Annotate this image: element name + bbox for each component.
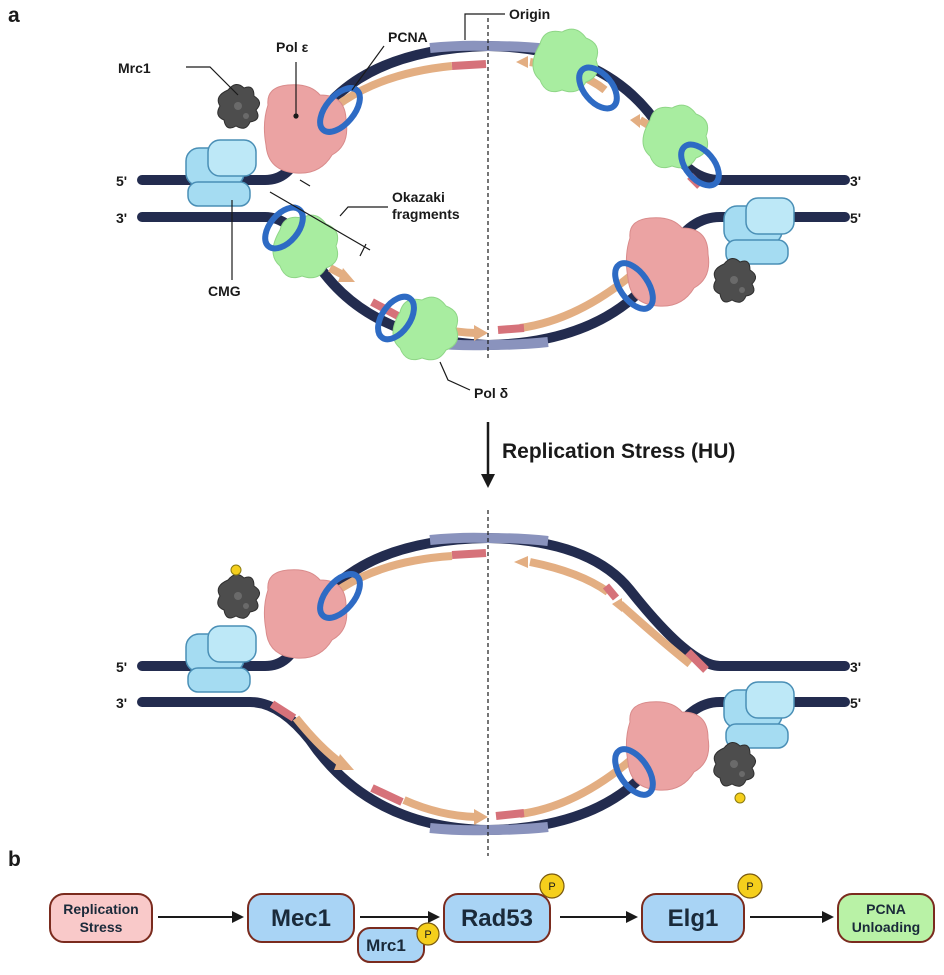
mrc1-protein-left-top [217,83,261,129]
pcna-ring-epsilon-right-bottom [612,746,656,798]
primers-bottom [269,549,709,820]
pathway-arrows [158,911,834,923]
pol-epsilon-right-bottom [625,701,710,791]
phosphate-badge-elg1-label: P [746,881,753,893]
pcna-ring-delta-right-1 [576,64,620,112]
label-five-prime-right-bottom: 5' [850,695,861,711]
pcna-ring-delta-right-2 [678,141,722,189]
phosphate-badge-mrc1-label: P [424,929,431,941]
pcna-ring-epsilon-left-bottom [317,571,363,621]
phosphate-badge-mrc1 [416,922,440,946]
label-five-prime-left-top: 5' [116,173,127,189]
node-mrc1-label: Mrc1 [366,936,406,955]
phosphate-mrc1-left [230,564,242,576]
label-pol-epsilon: Pol ε [276,39,309,55]
node-pcna-unloading [837,893,935,943]
nascent-arrows-top [338,56,640,341]
phosphate-mrc1-right [734,792,746,804]
pol-delta-right-2 [642,104,709,169]
pcna-ring-delta-left-2 [375,293,417,343]
node-rad53 [443,893,551,943]
cmg-helicase-right-bottom [723,681,795,749]
nascent-strands-top [309,58,663,337]
node-rad53-label: Rad53 [461,905,533,932]
mrc1-protein-right-top [713,257,757,303]
phosphate-badge-rad53 [539,873,565,899]
node-elg1-label: Elg1 [668,905,719,932]
label-okazaki-line1: Okazaki [392,189,445,205]
pcna-ring-epsilon-right [612,260,656,312]
callout-lines [186,13,505,391]
node-mec1 [247,893,355,943]
label-origin: Origin [509,6,550,22]
label-mrc1: Mrc1 [118,60,151,76]
cmg-helicase-right-top [723,197,795,265]
phosphate-badge-elg1 [737,873,763,899]
node-elg1 [641,893,745,943]
node-mrc1 [357,927,425,963]
node-pcna-unloading-line1: PCNA [866,901,906,917]
origin-dna-bottom [429,532,549,836]
transition-label: Replication Stress (HU) [502,440,735,463]
node-replication-stress-line1: Replication [63,901,138,917]
mrc1-protein-right-bottom [713,741,757,787]
label-pcna: PCNA [388,29,428,45]
label-pol-delta: Pol δ [474,385,508,401]
mrc1-protein-left-bottom [217,573,261,619]
label-five-prime-right-top: 5' [850,210,861,226]
transition-arrow-head [481,474,495,488]
nascent-arrows-bottom [334,556,622,825]
label-okazaki-line2: fragments [392,206,460,222]
label-three-prime-left-bottom: 3' [116,695,127,711]
phosphate-badge-rad53-label: P [548,881,555,893]
node-replication-stress [49,893,153,943]
label-three-prime-right-bottom: 3' [850,659,861,675]
panel-b-label: b [8,848,21,871]
cmg-helicase-left-top [185,139,257,207]
label-five-prime-left-bottom: 5' [116,659,127,675]
origin-dna-top [429,40,549,351]
label-cmg: CMG [208,283,241,299]
label-three-prime-left-top: 3' [116,210,127,226]
pcna-ring-epsilon-left [317,85,363,135]
panel-a-label: a [8,4,20,27]
cmg-helicase-left-bottom [185,625,257,693]
pol-epsilon-right-top [625,217,710,307]
node-mec1-label: Mec1 [271,905,331,932]
label-three-prime-right-top: 3' [850,173,861,189]
node-replication-stress-line2: Stress [80,919,123,935]
node-pcna-unloading-line2: Unloading [852,919,920,935]
